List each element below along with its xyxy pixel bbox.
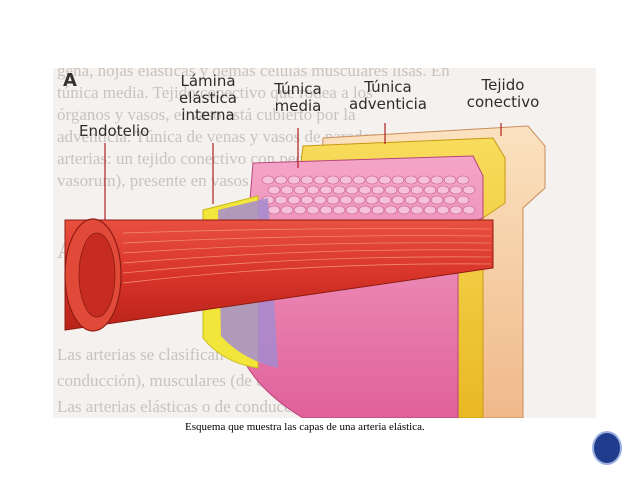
media-cell <box>404 195 418 205</box>
label-tunica-media: Túnica media <box>258 81 338 115</box>
media-cell <box>378 195 392 205</box>
media-cell <box>391 175 405 185</box>
media-cell <box>436 185 450 195</box>
media-cell <box>339 175 353 185</box>
media-cell <box>436 205 450 215</box>
media-cell <box>423 205 437 215</box>
media-cell <box>391 195 405 205</box>
media-cell <box>449 185 463 195</box>
media-cell <box>410 185 424 195</box>
label-tejido-line2: conectivo <box>466 93 540 111</box>
media-cell <box>417 195 431 205</box>
media-cell <box>332 185 346 195</box>
media-cell <box>280 185 294 195</box>
media-cell <box>319 185 333 195</box>
endothelium-fiber <box>122 235 492 244</box>
media-cell <box>449 205 463 215</box>
label-lamina-line1: Lámina <box>180 72 236 90</box>
media-cell <box>352 175 366 185</box>
media-cell <box>417 175 431 185</box>
media-cell <box>267 185 281 195</box>
media-cell <box>358 205 372 215</box>
background-text-line: adventicia. Túnica de venas y vasos de p… <box>57 127 377 146</box>
media-cell <box>430 175 444 185</box>
endothelium-fibers <box>122 228 492 284</box>
media-cell <box>456 175 470 185</box>
media-cell <box>384 185 398 195</box>
media-cell <box>300 175 314 185</box>
media-cell <box>384 205 398 215</box>
media-cell <box>443 175 457 185</box>
endothelium-fiber <box>122 256 492 274</box>
media-cell <box>306 205 320 215</box>
label-tunica-adventicia: Túnica adventicia <box>348 79 428 113</box>
artery-illustration: gena, hojas elásticas y demás células mu… <box>57 68 546 418</box>
media-cell <box>319 205 333 215</box>
media-cell <box>326 195 340 205</box>
media-cell <box>371 205 385 215</box>
media-cell <box>300 195 314 205</box>
label-media-line2: media <box>274 97 322 115</box>
media-cell <box>306 185 320 195</box>
media-cell <box>339 195 353 205</box>
label-adventicia-line1: Túnica <box>364 78 412 96</box>
media-cell <box>352 195 366 205</box>
lumen-inner <box>78 232 116 318</box>
label-lamina-elastica-interna: Lámina elástica interna <box>168 73 248 124</box>
media-cell <box>332 205 346 215</box>
media-cell <box>287 195 301 205</box>
media-cell <box>293 205 307 215</box>
media-cell <box>261 175 275 185</box>
media-cell <box>378 175 392 185</box>
media-cell <box>358 185 372 195</box>
endothelium-fiber <box>122 228 492 234</box>
background-text-line: gena, hojas elásticas y demás células mu… <box>57 68 450 80</box>
media-cell <box>293 185 307 195</box>
media-cell <box>313 175 327 185</box>
media-cell <box>410 205 424 215</box>
label-media-line1: Túnica <box>274 80 322 98</box>
background-text-line: órganos y vasos, el vaso está cubierto p… <box>57 105 356 124</box>
label-lamina-line3: interna <box>181 106 235 124</box>
media-cell <box>456 195 470 205</box>
leader-lines <box>104 123 502 220</box>
media-cell <box>462 185 476 195</box>
media-cell <box>397 185 411 195</box>
label-adventicia-line2: adventicia <box>349 95 427 113</box>
endothelium-tube <box>64 219 494 331</box>
media-cell <box>274 175 288 185</box>
media-cell <box>345 185 359 195</box>
media-cell <box>365 195 379 205</box>
artery-diagram: gena, hojas elásticas y demás células mu… <box>53 68 596 418</box>
media-cell <box>274 195 288 205</box>
next-slide-icon[interactable] <box>592 431 622 465</box>
media-cell <box>345 205 359 215</box>
label-tejido-line1: Tejido <box>481 76 525 94</box>
media-cell <box>287 175 301 185</box>
media-cell <box>267 205 281 215</box>
background-text-line: túnica media. Tejido conectivo que rodea… <box>57 83 373 102</box>
endothelium-fiber <box>122 263 492 284</box>
endothelium-fiber <box>122 249 492 264</box>
endothelium-fiber <box>122 242 492 254</box>
label-lamina-line2: elástica <box>179 89 237 107</box>
label-tejido-conectivo: Tejido conectivo <box>458 77 548 111</box>
media-cell <box>365 175 379 185</box>
media-cell <box>397 205 411 215</box>
figure-letter: A <box>63 70 77 91</box>
media-cell <box>404 175 418 185</box>
media-cell <box>326 175 340 185</box>
media-cell <box>443 195 457 205</box>
label-endotelio: Endotelio <box>79 122 150 140</box>
media-cell <box>462 205 476 215</box>
media-cell <box>371 185 385 195</box>
media-cell <box>430 195 444 205</box>
media-cell <box>313 195 327 205</box>
media-cell <box>423 185 437 195</box>
media-cell <box>280 205 294 215</box>
figure-caption: Esquema que muestra las capas de una art… <box>185 421 425 433</box>
